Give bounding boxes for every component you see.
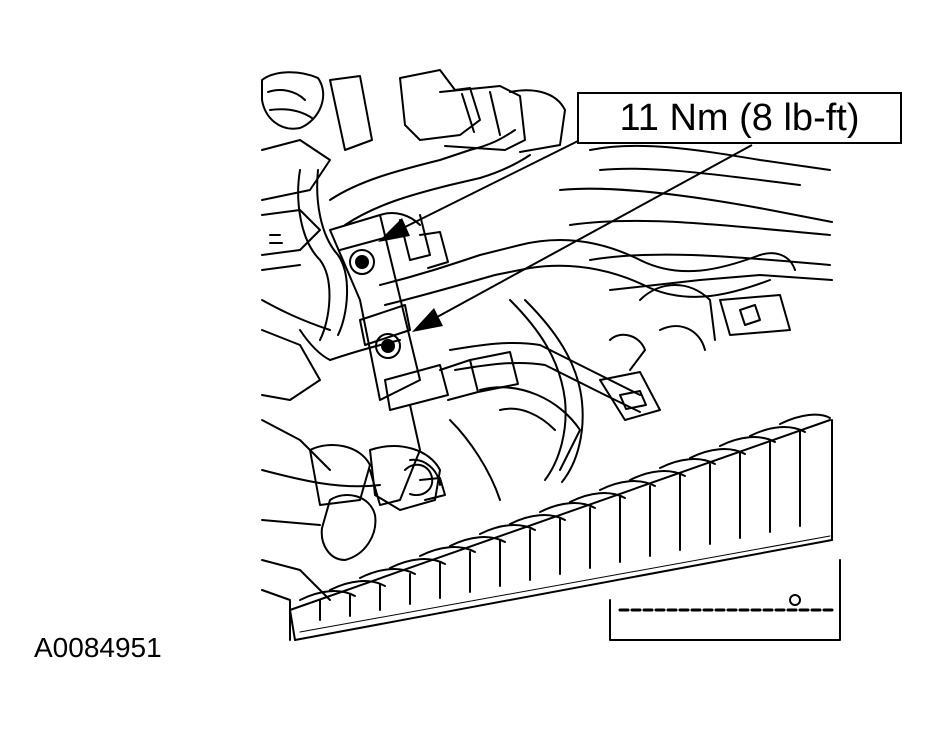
torque-spec-label: 11 Nm (8 lb-ft) (619, 96, 860, 139)
leader-line-lower (427, 144, 753, 323)
hose-assembly (297, 129, 771, 483)
callout-leaders (378, 139, 753, 332)
figure-id-label: A0084951 (34, 632, 162, 663)
leader-line-upper (394, 139, 581, 233)
tube-bracket (329, 212, 519, 506)
bolt-lower (375, 333, 401, 359)
engine-block-linework (261, 69, 833, 601)
torque-callout: 11 Nm (8 lb-ft) (577, 92, 902, 144)
bolt-upper (349, 249, 375, 275)
arrowhead-upper (378, 218, 410, 242)
radiator-core (261, 413, 841, 641)
arrowhead-lower (412, 308, 443, 332)
